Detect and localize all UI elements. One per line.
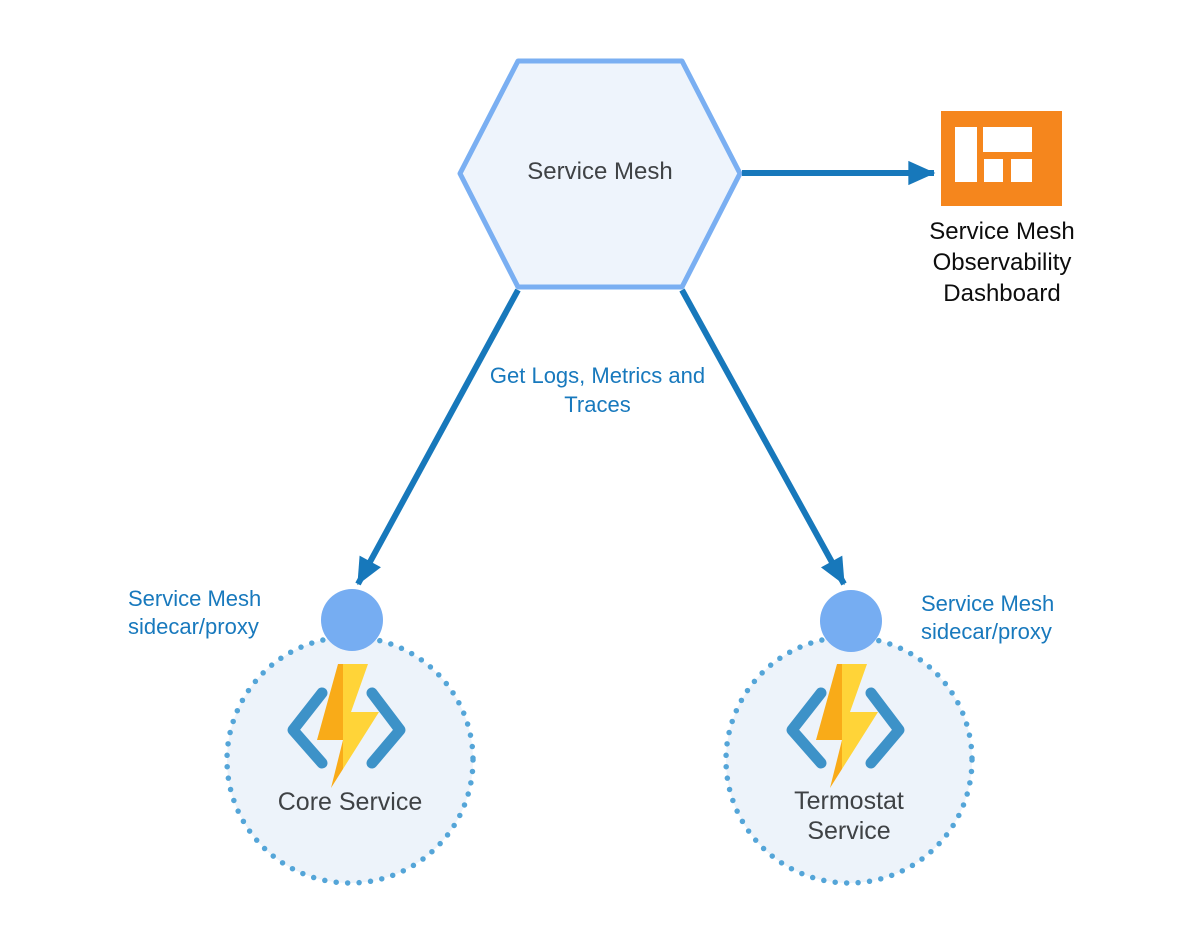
function-lightning-icon [786, 664, 905, 788]
core-service-circle [224, 634, 476, 886]
dashboard-grid-icon [941, 111, 1062, 206]
service-mesh-hexagon [457, 58, 743, 290]
right-sidecar-label: Service Mesh sidecar/proxy [921, 591, 1055, 644]
edge-logs-label: Get Logs, Metrics and Traces [489, 363, 706, 417]
function-lightning-icon [287, 664, 406, 788]
edge-to-termostat-sidecar [679, 288, 847, 586]
dashboard-label: Service Mesh Observability Dashboard [929, 218, 1075, 307]
edge-to-core-sidecar [355, 288, 521, 586]
termostat-service-circle [723, 634, 975, 886]
right-sidecar-circle [820, 590, 882, 652]
core-service-label: Core Service [277, 788, 423, 816]
service-mesh-label: Service Mesh [527, 158, 673, 185]
left-sidecar-circle [321, 589, 383, 651]
termostat-service-label: Termostat Service [794, 787, 904, 845]
left-sidecar-label: Service Mesh sidecar/proxy [128, 586, 262, 639]
